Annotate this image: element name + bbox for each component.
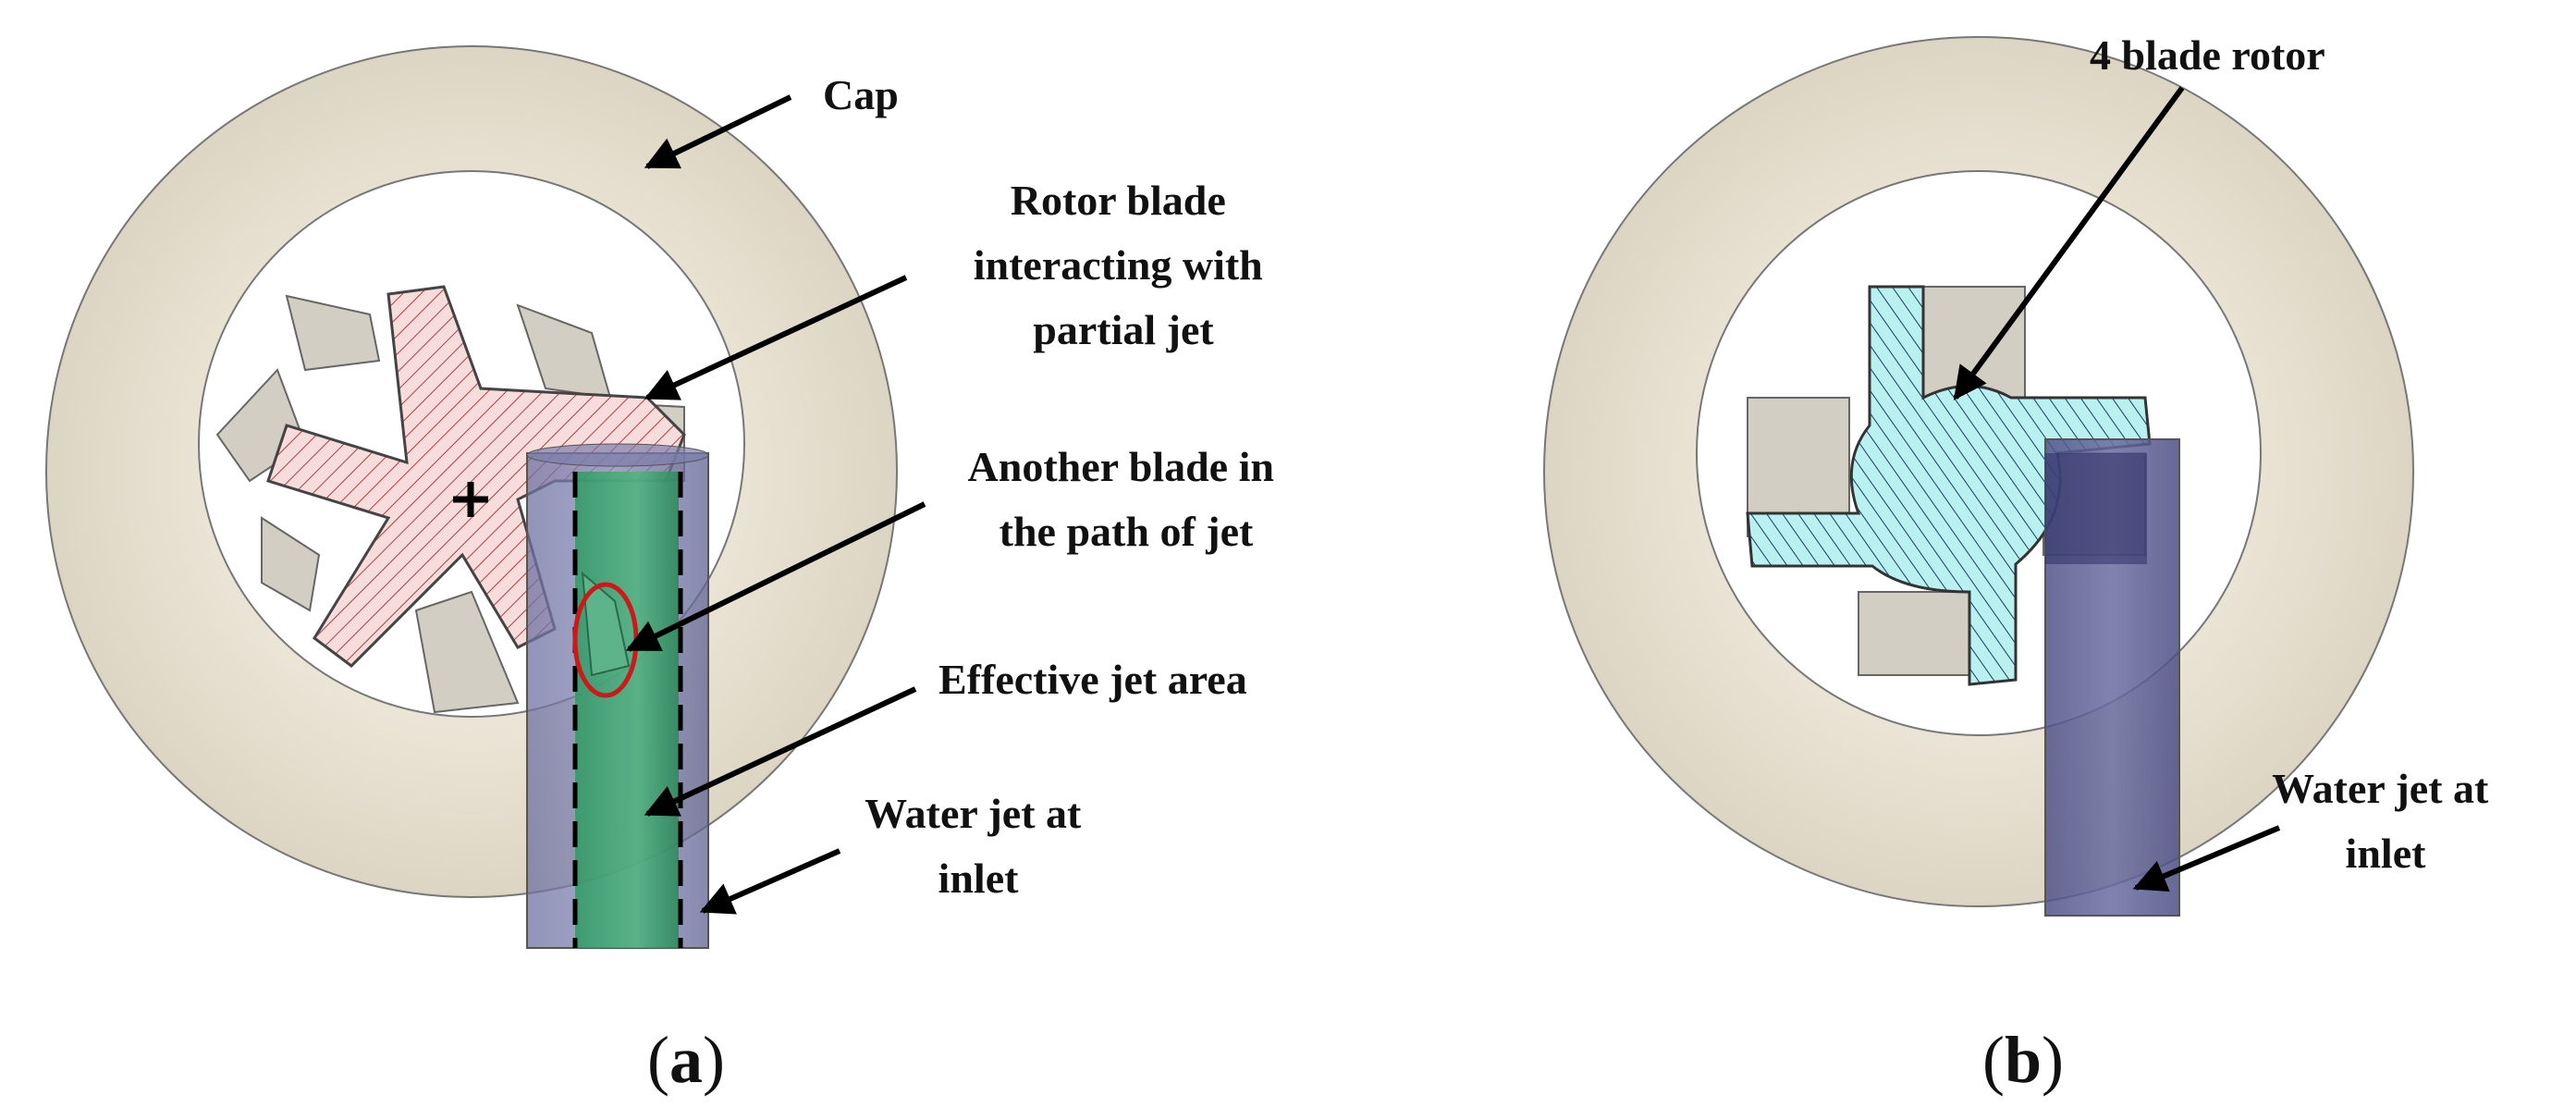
- label-cap: Cap: [823, 71, 899, 118]
- leader-arrows-a: [625, 94, 926, 915]
- label-4-blade-rotor: 4 blade rotor: [2090, 31, 2325, 79]
- label-water-jet-a: Water jet at inlet: [865, 790, 1092, 902]
- label-water-jet-b: Water jet at inlet: [2272, 765, 2499, 877]
- panel-b: 4 blade rotor Water jet at inlet (b): [1543, 31, 2499, 1097]
- arrow-rotor-blade: [644, 275, 908, 400]
- panel-a: Cap Rotor blade interacting with partial…: [45, 45, 1285, 1097]
- arrow-water-jet-a: [699, 848, 841, 915]
- arrow-water-jet-b: [2132, 825, 2281, 892]
- water-jet-top-a: [526, 443, 709, 467]
- rotor-center-mark: [453, 482, 488, 517]
- caption-b: (b): [1982, 1023, 2064, 1097]
- label-rotor-blade: Rotor blade interacting with partial jet: [974, 177, 1274, 353]
- arrow-effective-jet: [644, 686, 917, 817]
- effective-jet-area: [575, 472, 679, 948]
- label-another-blade: Another blade in the path of jet: [968, 443, 1285, 555]
- rotor-section-b: [1746, 285, 2152, 686]
- blade-in-jet: [581, 571, 631, 677]
- water-jet-b-overlay: [2045, 453, 2147, 564]
- leader-arrows-b: [1953, 86, 2281, 892]
- arrow-cap: [644, 94, 792, 169]
- arrow-rotor-b: [1953, 86, 2185, 400]
- caption-a: (a): [647, 1023, 725, 1097]
- arrow-another-blade: [625, 501, 926, 652]
- label-effective-jet: Effective jet area: [938, 656, 1247, 703]
